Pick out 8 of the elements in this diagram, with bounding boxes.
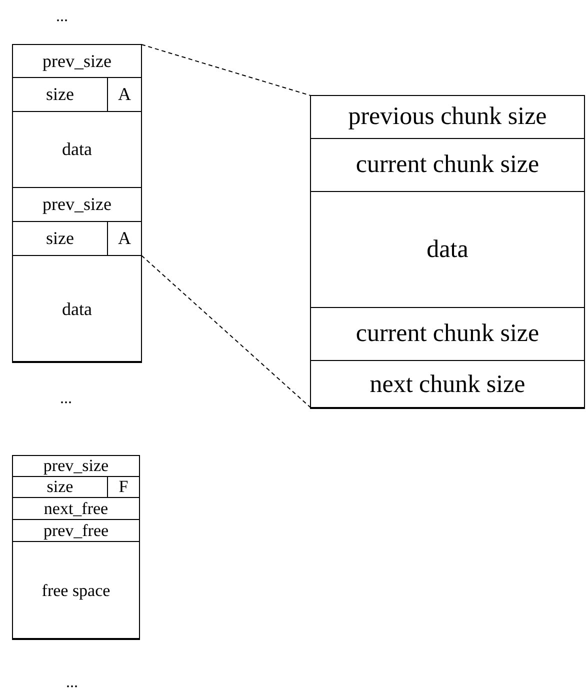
zoom-line <box>141 44 311 96</box>
ellipsis-text: ... <box>56 8 68 26</box>
memory-chunk-block <box>12 455 140 639</box>
chunk-detail-box <box>310 95 585 408</box>
ellipsis-text: ... <box>60 390 72 408</box>
zoom-line <box>141 255 311 408</box>
ellipsis-text: ... <box>66 674 78 692</box>
memory-chunk-block <box>12 44 142 362</box>
